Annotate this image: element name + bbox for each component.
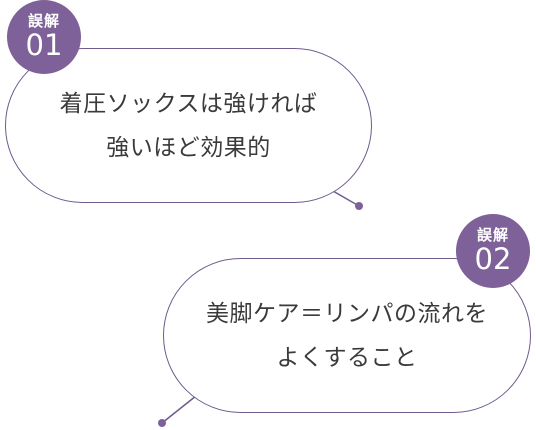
badge-1-label: 誤解 (27, 12, 60, 30)
misconception-badge-2: 誤解 02 (456, 214, 530, 288)
bubble-1-line-1: 着圧ソックスは強ければ (59, 90, 318, 117)
badge-2-label: 誤解 (476, 226, 509, 244)
bubble-1-line-2: 強いほど効果的 (106, 134, 271, 161)
misconception-badge-1: 誤解 01 (7, 0, 81, 74)
speech-bubble-2: 美脚ケア＝リンパの流れを よくすること (163, 258, 531, 413)
badge-1-number: 01 (25, 28, 63, 62)
speech-bubble-1: 着圧ソックスは強ければ 強いほど効果的 (5, 48, 372, 203)
tail-dot-1 (355, 202, 363, 210)
bubble-text-1: 着圧ソックスは強ければ 強いほど効果的 (60, 82, 318, 170)
bubble-text-2: 美脚ケア＝リンパの流れを よくすること (206, 292, 488, 380)
bubble-2-line-2: よくすること (276, 344, 418, 371)
badge-2-number: 02 (474, 242, 512, 276)
bubble-2-line-1: 美脚ケア＝リンパの流れを (206, 300, 488, 327)
tail-dot-2 (158, 419, 166, 427)
